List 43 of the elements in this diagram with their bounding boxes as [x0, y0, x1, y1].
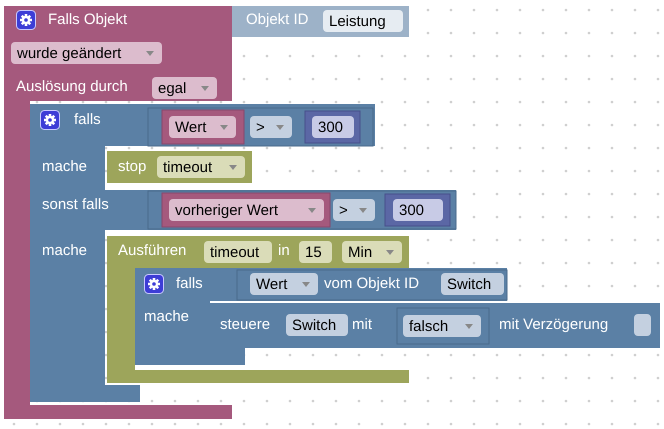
- value-block: [162, 110, 244, 144]
- block-label: vom Objekt ID: [324, 275, 420, 293]
- dropdown-field: Wert: [250, 273, 318, 295]
- dropdown-field: timeout: [157, 156, 245, 178]
- dropdown-field: >: [250, 116, 292, 138]
- dropdown-field: falsch: [403, 315, 481, 337]
- block-label: mit Verzögerung: [499, 316, 608, 334]
- block-label: mache: [42, 242, 88, 260]
- stop-block: [107, 151, 252, 183]
- block-label: falls: [176, 275, 203, 293]
- dropdown-field: wurde geändert: [11, 42, 162, 64]
- input-field: Switch: [441, 273, 504, 295]
- value-block: [162, 193, 330, 227]
- compare-block: [148, 108, 373, 146]
- input-field: 300: [312, 116, 354, 138]
- dropdown-field: Min: [342, 241, 402, 263]
- block-label: stop: [118, 158, 146, 176]
- event-block: [4, 6, 232, 101]
- input-field: Switch: [286, 314, 348, 336]
- number-block: [385, 194, 450, 226]
- block-label: Falls Objekt: [48, 11, 128, 29]
- compare-block: [148, 191, 456, 229]
- block-label: Ausführen: [118, 242, 186, 260]
- input-field: Leistung: [323, 10, 403, 32]
- dropdown-field: Wert: [169, 116, 236, 138]
- input-field: 300: [393, 199, 443, 221]
- input-field: timeout: [204, 241, 272, 263]
- object-id-block: [232, 6, 409, 37]
- block-label: steuere: [220, 316, 270, 334]
- block-label: Auslösung durch: [16, 78, 128, 96]
- block-label: mache: [144, 308, 190, 326]
- number-block: [305, 111, 360, 143]
- block-label: Objekt ID: [246, 11, 309, 29]
- block-label: sonst falls: [42, 196, 109, 214]
- block-label: falls: [74, 111, 101, 129]
- boolean-block: [397, 308, 489, 344]
- block-label: mit: [352, 316, 372, 334]
- input-field: 15: [299, 241, 332, 263]
- block-label: in: [278, 242, 290, 260]
- dropdown-field: >: [333, 199, 375, 221]
- dropdown-field: vorheriger Wert: [169, 199, 324, 221]
- block-label: mache: [42, 158, 88, 176]
- dropdown-field: egal: [152, 77, 217, 99]
